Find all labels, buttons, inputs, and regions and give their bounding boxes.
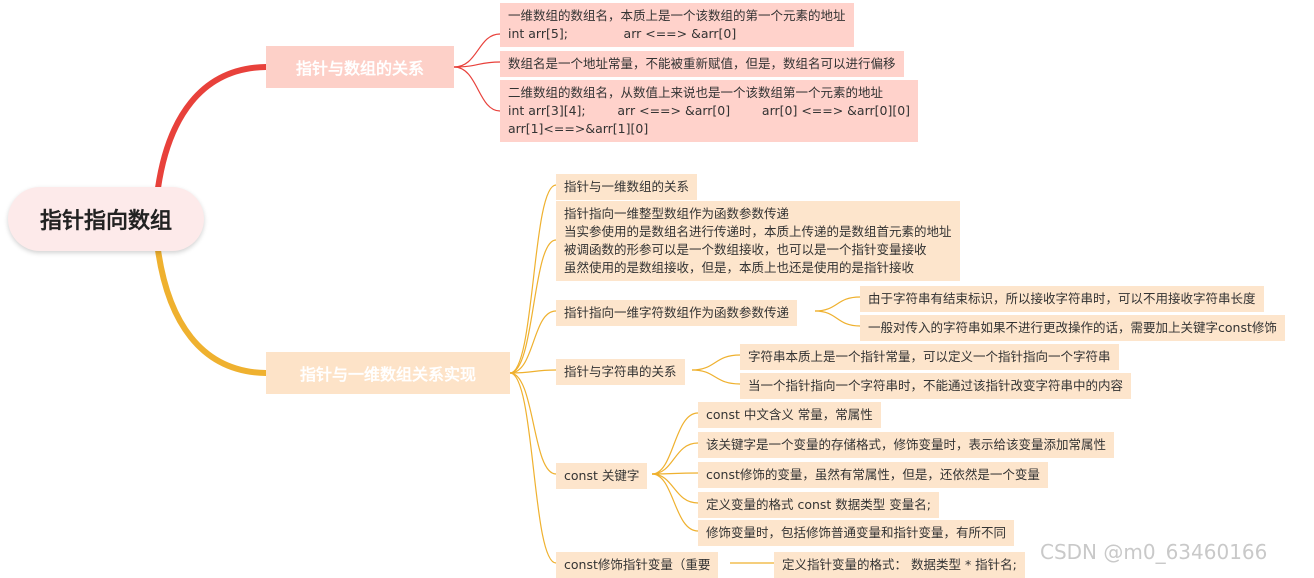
leaf-2d-array-name[interactable]: 二维数组的数组名，从数值上来说也是一个该数组第一个元素的地址 int arr[3…	[500, 80, 919, 142]
branch-pointer-array-relation[interactable]: 指针与数组的关系	[266, 46, 454, 88]
leaf-const-storage-format[interactable]: 该关键字是一个变量的存储格式，修饰变量时，表示给该变量添加常属性	[698, 432, 1115, 458]
branch-pointer-1d-array-impl[interactable]: 指针与一维数组关系实现	[266, 352, 510, 394]
node-const-keyword[interactable]: const 关键字	[556, 463, 648, 489]
leaf-const-definition-format[interactable]: 定义变量的格式 const 数据类型 变量名;	[698, 492, 939, 518]
leaf-string-pointer-constant[interactable]: 字符串本质上是一个指针常量，可以定义一个指针指向一个字符串	[740, 344, 1119, 370]
leaf-line: 虽然使用的是数组接收，但是，本质上也还是使用的是指针接收	[564, 260, 915, 275]
leaf-const-modifier-param[interactable]: 一般对传入的字符串如果不进行更改操作的话，需要加上关键字const修饰	[860, 315, 1285, 341]
leaf-string-immutable[interactable]: 当一个指针指向一个字符串时，不能通过该指针改变字符串中的内容	[740, 373, 1132, 399]
leaf-const-modify-difference[interactable]: 修饰变量时，包括修饰普通变量和指针变量，有所不同	[698, 520, 1015, 546]
node-pointer-string-relation[interactable]: 指针与字符串的关系	[556, 359, 685, 385]
root-topic[interactable]: 指针指向数组	[8, 187, 204, 251]
node-pointer-1d-relation[interactable]: 指针与一维数组的关系	[556, 174, 698, 200]
leaf-line: int arr[5]; arr <==> &arr[0]	[508, 26, 737, 41]
leaf-line: int arr[3][4]; arr <==> &arr[0] arr[0] <…	[508, 103, 911, 118]
csdn-watermark: CSDN @m0_63460166	[1040, 540, 1268, 564]
leaf-line: 一维数组的数组名，本质上是一个该数组的第一个元素的地址	[508, 8, 846, 23]
leaf-line: 当实参使用的是数组名进行传递时，本质上传递的是数组首元素的地址	[564, 224, 952, 239]
leaf-array-name-constant[interactable]: 数组名是一个地址常量，不能被重新赋值，但是，数组名可以进行偏移	[500, 51, 904, 77]
leaf-line: 二维数组的数组名，从数值上来说也是一个该数组第一个元素的地址	[508, 85, 884, 100]
node-const-pointer-variable[interactable]: const修饰指针变量（重要	[556, 552, 719, 578]
leaf-pointer-definition-format[interactable]: 定义指针变量的格式： 数据类型 * 指针名;	[774, 552, 1025, 578]
leaf-line: 数组名是一个地址常量，不能被重新赋值，但是，数组名可以进行偏移	[508, 56, 896, 71]
leaf-const-still-variable[interactable]: const修饰的变量，虽然有常属性，但是，还依然是一个变量	[698, 462, 1048, 488]
leaf-string-end-flag[interactable]: 由于字符串有结束标识，所以接收字符串时，可以不用接收字符串长度	[860, 286, 1264, 312]
leaf-const-meaning[interactable]: const 中文含义 常量，常属性	[698, 402, 881, 428]
leaf-line: arr[1]<==>&arr[1][0]	[508, 121, 649, 136]
node-int-array-param[interactable]: 指针指向一维整型数组作为函数参数传递 当实参使用的是数组名进行传递时，本质上传递…	[556, 201, 960, 281]
node-char-array-param[interactable]: 指针指向一维字符数组作为函数参数传递	[556, 300, 798, 326]
leaf-line: 被调函数的形参可以是一个数组接收，也可以是一个指针变量接收	[564, 242, 927, 257]
leaf-array-name-address[interactable]: 一维数组的数组名，本质上是一个该数组的第一个元素的地址 int arr[5]; …	[500, 3, 854, 47]
leaf-line: 指针指向一维整型数组作为函数参数传递	[564, 206, 790, 221]
